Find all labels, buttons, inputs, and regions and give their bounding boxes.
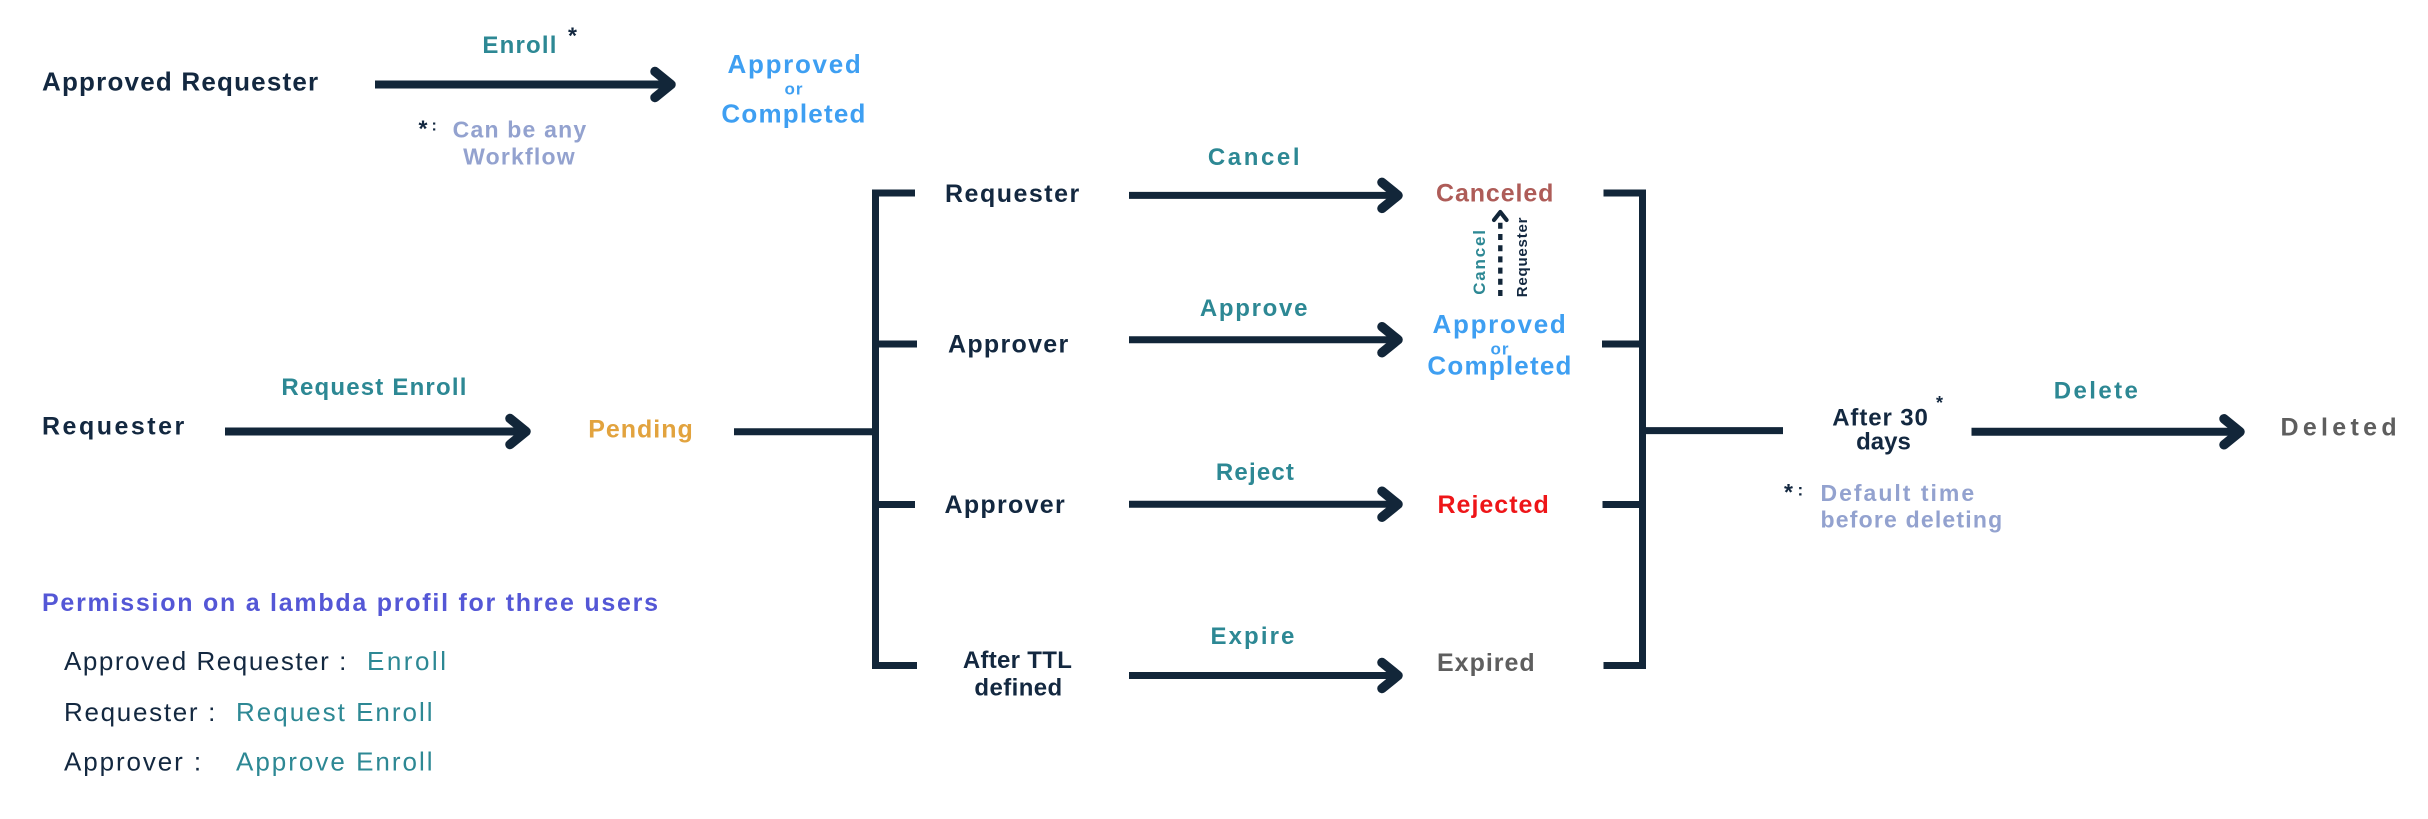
svg-text:*: * (1936, 393, 1943, 413)
svg-text:Expired: Expired (1437, 649, 1536, 677)
svg-text:Approved Requester: Approved Requester (42, 66, 319, 96)
svg-text:*: * (568, 23, 577, 49)
svg-text:Enroll: Enroll (482, 32, 557, 59)
svg-text:After TTL: After TTL (963, 647, 1072, 674)
svg-text:Approve Enroll: Approve Enroll (236, 747, 435, 777)
svg-text:or: or (1491, 340, 1510, 359)
svg-text:Can be any: Can be any (453, 117, 588, 143)
svg-text:Default time: Default time (1821, 480, 1977, 506)
svg-text:Cancel: Cancel (1470, 228, 1489, 295)
svg-text:*: * (1784, 479, 1793, 505)
svg-text:Completed: Completed (1427, 351, 1572, 381)
svg-text:Requester: Requester (42, 413, 187, 441)
svg-text:Requester: Requester (1514, 217, 1531, 298)
svg-text:Approve: Approve (1200, 295, 1309, 322)
svg-text:Expire: Expire (1211, 623, 1297, 650)
svg-text:Delete: Delete (2054, 378, 2140, 405)
svg-text:Completed: Completed (721, 99, 866, 129)
svg-text:before deleting: before deleting (1821, 507, 2004, 533)
svg-text:Approved: Approved (1433, 309, 1568, 339)
svg-text:*: * (419, 116, 428, 142)
svg-text:Pending: Pending (588, 416, 694, 444)
svg-text:defined: defined (974, 675, 1062, 702)
svg-text:Approved: Approved (728, 49, 863, 79)
svg-text:Cancel: Cancel (1208, 144, 1302, 171)
svg-text:Approver: Approver (948, 331, 1070, 359)
svg-text:or: or (785, 80, 804, 99)
svg-text::: : (1798, 481, 1804, 500)
svg-text:After 30: After 30 (1832, 404, 1929, 431)
svg-text:Deleted: Deleted (2281, 414, 2401, 442)
svg-text:Rejected: Rejected (1438, 491, 1550, 519)
svg-text:Request Enroll: Request Enroll (281, 374, 467, 401)
svg-text:Request Enroll: Request Enroll (236, 697, 435, 727)
svg-text:Reject: Reject (1216, 459, 1295, 486)
svg-text:Approved Requester :: Approved Requester : (64, 646, 348, 676)
svg-text:Canceled: Canceled (1436, 180, 1554, 208)
svg-text:days: days (1856, 429, 1911, 456)
svg-text::: : (432, 118, 437, 135)
svg-text:Requester: Requester (945, 180, 1081, 208)
svg-text:Approver :: Approver : (64, 747, 203, 777)
svg-text:Approver: Approver (945, 491, 1067, 519)
svg-text:Requester :: Requester : (64, 697, 217, 727)
svg-text:Workflow: Workflow (463, 144, 576, 170)
svg-text:Permission on a lambda profil: Permission on a lambda profil for three … (42, 589, 660, 617)
svg-text:Enroll: Enroll (367, 646, 448, 676)
